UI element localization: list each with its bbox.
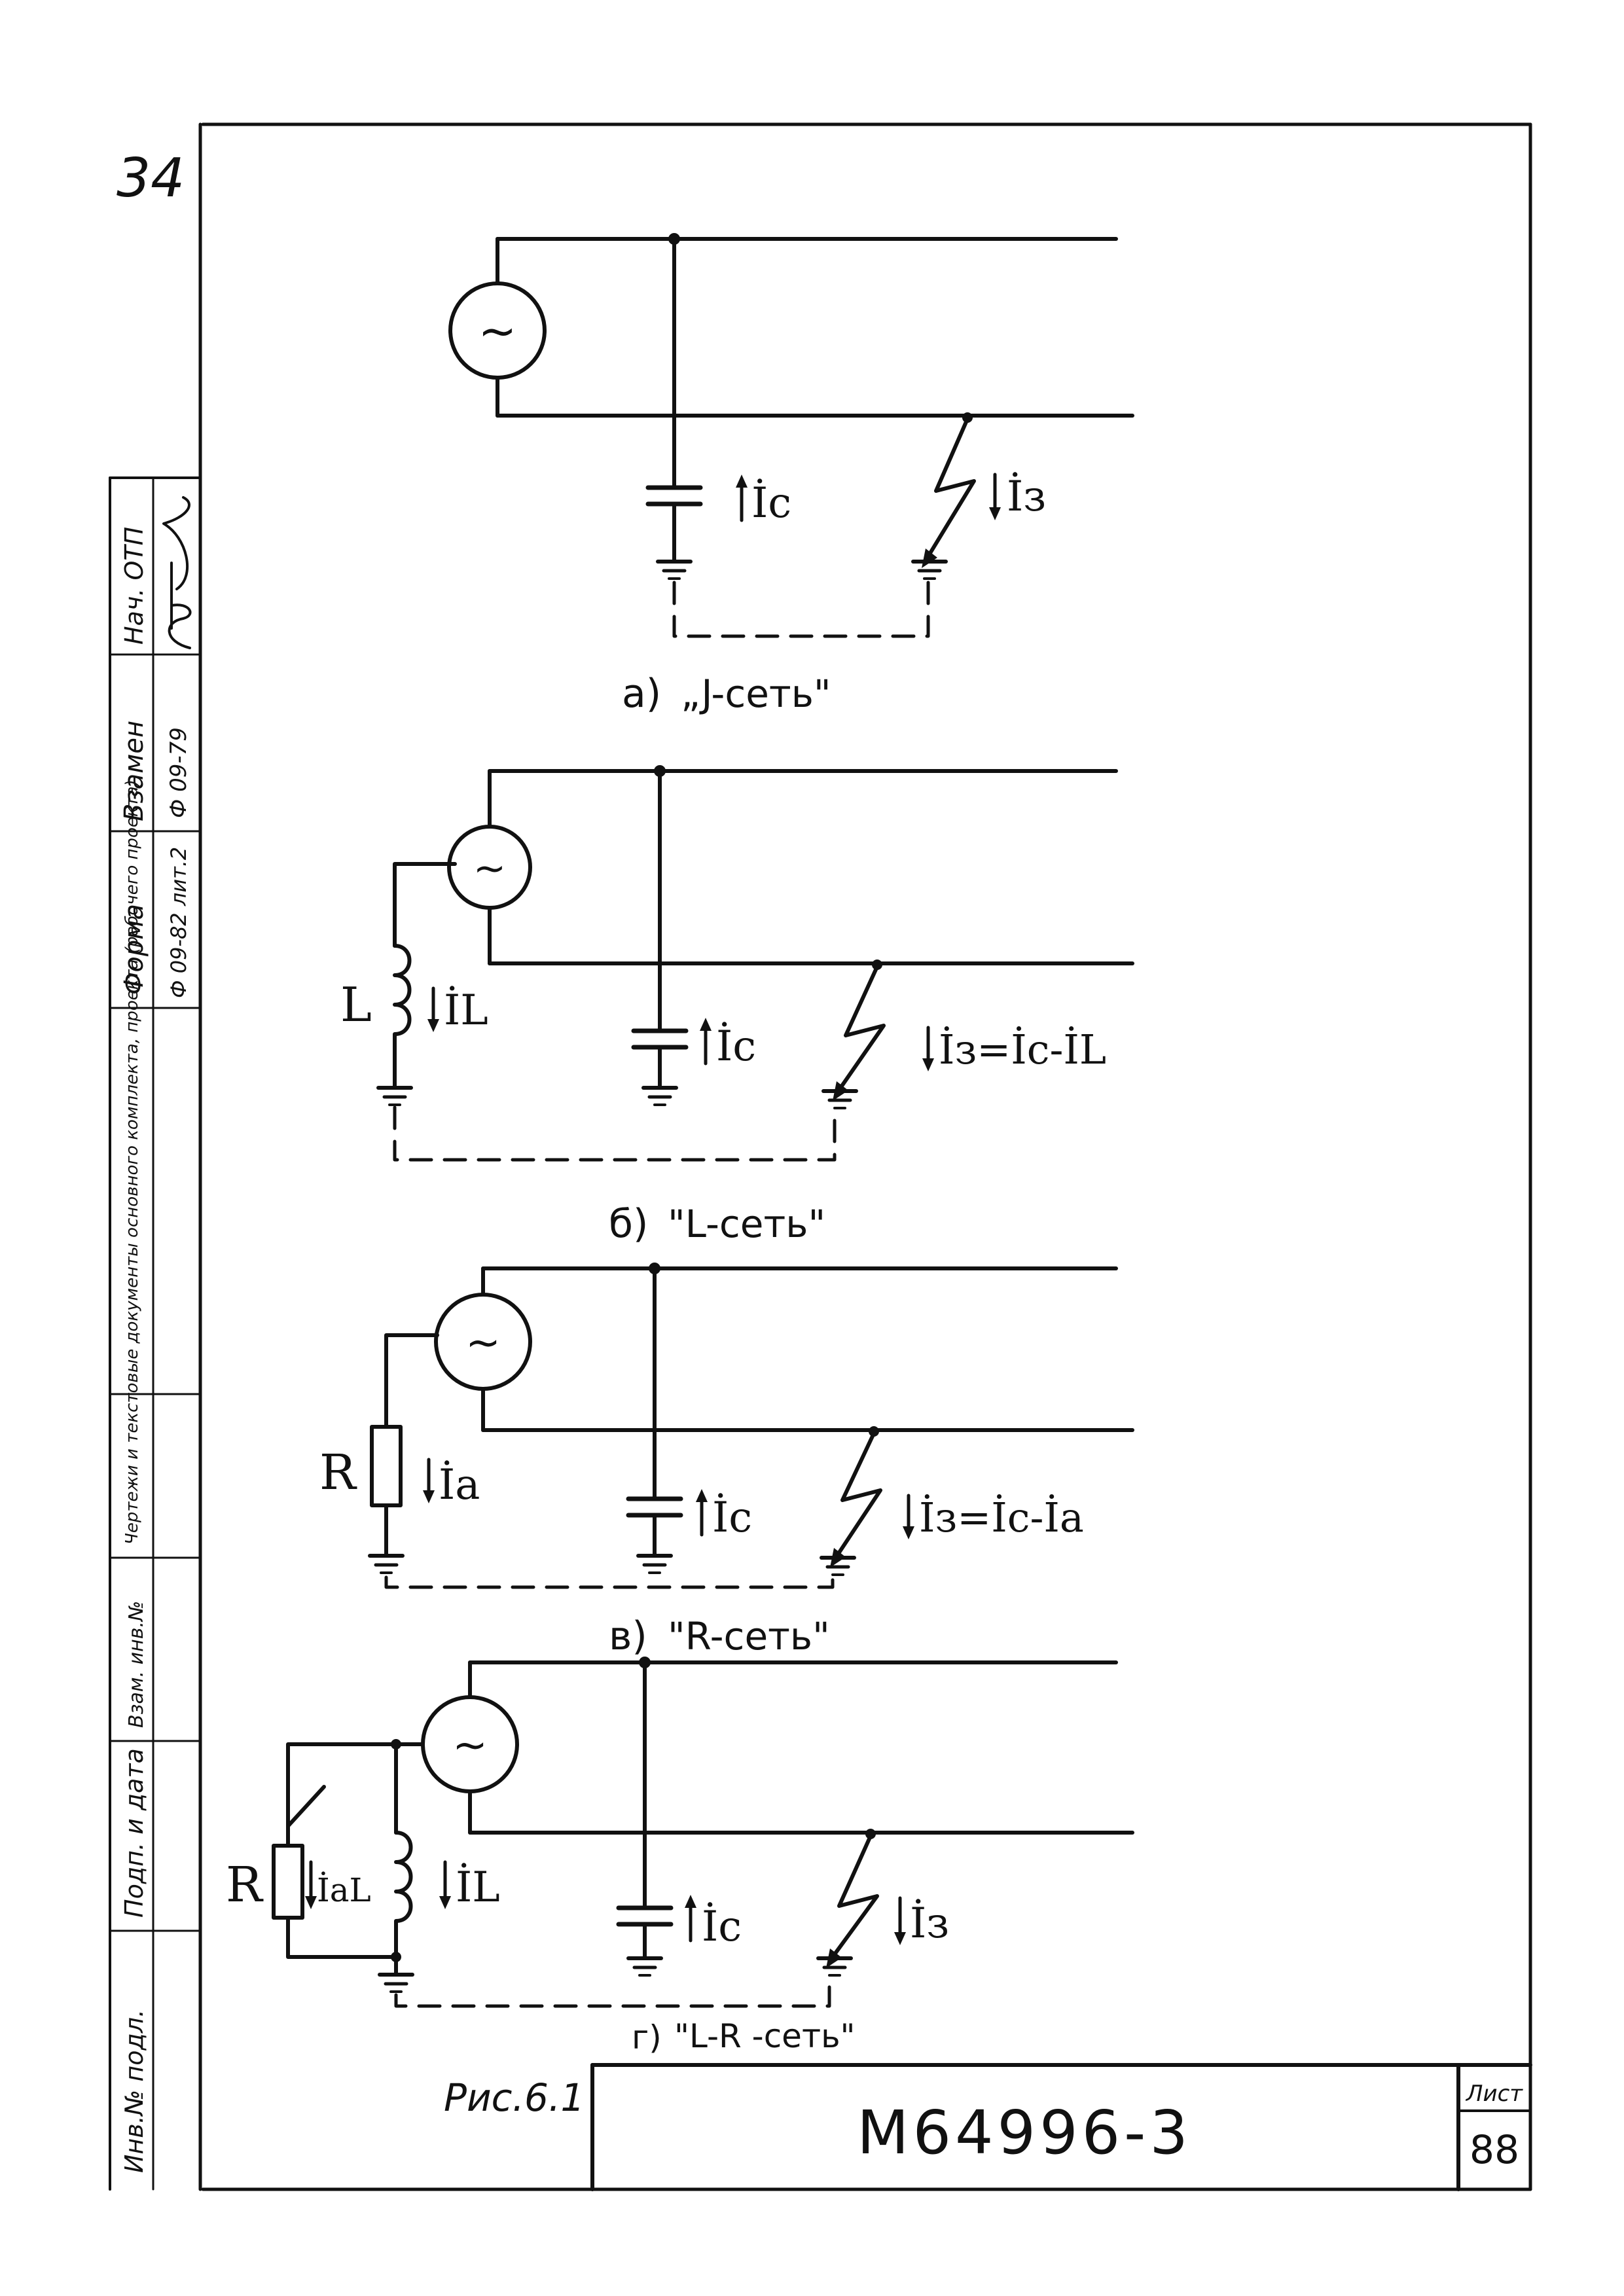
label-iz-equation: İз=İс-İL [939, 1026, 1106, 1073]
caption-d-name: "L-R -сеть" [674, 2017, 856, 2055]
resistor-icon [272, 1844, 304, 1920]
label-ic: İс [712, 1493, 752, 1542]
ground-icon [641, 1086, 678, 1106]
label-R: R [319, 1444, 357, 1501]
ground-icon [656, 560, 693, 580]
stamp-documents: Чертежи и текстовые документы основного … [122, 780, 142, 1545]
drawing-code: М64996-3 [857, 2098, 1192, 2168]
title-block: М64996-3 Лист 88 [590, 2063, 1532, 2191]
caption-a-name: „J-сеть" [681, 672, 831, 716]
label-iz-equation: İз=İс-İа [919, 1494, 1084, 1541]
stamp-nach-otp: Нач. ОТП [120, 527, 149, 645]
caption-a-letter: а) [622, 671, 661, 717]
scheme-d: ~ R [226, 1657, 1134, 2056]
stamp-column: Инв.№ подл. Подп. и дата Взам. инв.№ Чер… [109, 476, 202, 2191]
signature [162, 496, 192, 649]
capacitor-icon [631, 1028, 689, 1088]
capacitor-icon [616, 1905, 674, 1959]
fault-icon [833, 965, 886, 1101]
stamp-vzam-inv: Взам. инв.№ [125, 1601, 148, 1728]
fault-icon [922, 417, 976, 568]
arrow-up-icon [696, 1489, 708, 1537]
label-ic: İс [751, 478, 791, 528]
ground-icon [368, 1554, 405, 1574]
inductor-icon [393, 944, 412, 1088]
caption-b-letter: б) [609, 1201, 648, 1247]
page-number: 34 [117, 147, 185, 209]
generator-symbol: ~ [478, 304, 517, 358]
ground-icon [636, 1554, 673, 1574]
scheme-a: ~ İс [448, 233, 1134, 717]
arrow-down-icon [439, 1860, 451, 1909]
stamp-vzamen-value: Ф 09-79 [166, 727, 192, 818]
arrow-down-icon [305, 1860, 317, 1909]
label-R: R [226, 1857, 264, 1913]
resistor-icon [370, 1425, 403, 1507]
fault-ground-icon [820, 1556, 856, 1576]
fault-ground-icon [911, 560, 948, 580]
label-iz: İз [1007, 472, 1046, 521]
inductor-icon [394, 1831, 413, 1975]
return-path-dashed [393, 1105, 837, 1162]
stamp-forma: Форма [119, 904, 149, 995]
stamp-inv-podl: Инв.№ подл. [120, 2009, 149, 2173]
caption-b-name: "L-сеть" [668, 1202, 825, 1246]
switch-icon [286, 1785, 326, 1828]
stamp-forma-value: Ф 09-82 лит.2 [166, 847, 191, 998]
label-il: İL [444, 986, 488, 1035]
generator-symbol: ~ [473, 846, 506, 891]
label-ic: İс [716, 1022, 756, 1071]
scheme-b: ~ L İL [340, 765, 1134, 1247]
arrow-up-icon [685, 1895, 696, 1943]
sheet-label: Лист [1465, 2081, 1523, 2107]
ground-icon [626, 1956, 663, 1977]
fault-ground-icon [816, 1956, 853, 1977]
return-path-dashed [394, 1978, 831, 2008]
label-ia: İа [439, 1460, 480, 1509]
arrow-up-icon [736, 475, 748, 522]
sheet-frame [198, 122, 1532, 2191]
return-path-dashed [672, 581, 930, 638]
label-ic: İс [702, 1902, 742, 1951]
caption-d-letter: г) [632, 2018, 662, 2056]
arrow-down-icon [989, 473, 1001, 520]
stamp-podp-data: Подп. и дата [120, 1748, 149, 1918]
fault-icon [830, 1431, 882, 1568]
capacitor-icon [645, 485, 703, 562]
stamp-vzamen: Взамен [119, 721, 149, 821]
arrow-down-icon [427, 986, 439, 1032]
generator-symbol: ~ [452, 1721, 488, 1770]
ground-icon [378, 1973, 414, 1993]
label-L: L [340, 977, 372, 1032]
generator-symbol: ~ [465, 1319, 501, 1367]
arrow-down-icon [894, 1896, 906, 1945]
arrow-up-icon [700, 1018, 712, 1066]
arrow-down-icon [903, 1494, 914, 1539]
return-path-dashed [384, 1575, 835, 1589]
figure-caption: Рис.6.1 [444, 2075, 585, 2120]
arrow-down-icon [423, 1458, 435, 1503]
caption-c-name: "R-сеть" [668, 1614, 830, 1659]
arrow-down-icon [922, 1026, 934, 1071]
fault-icon [826, 1834, 879, 1968]
label-iz: İз [910, 1899, 949, 1948]
label-ial: İаL [317, 1871, 371, 1909]
caption-c-letter: в) [609, 1613, 647, 1659]
sheet-number: 88 [1470, 2127, 1519, 2173]
ground-icon [376, 1086, 413, 1106]
fault-ground-icon [821, 1089, 858, 1109]
capacitor-icon [626, 1496, 683, 1556]
scheme-c: ~ R İа [319, 1263, 1134, 1659]
label-il: İL [456, 1863, 500, 1912]
